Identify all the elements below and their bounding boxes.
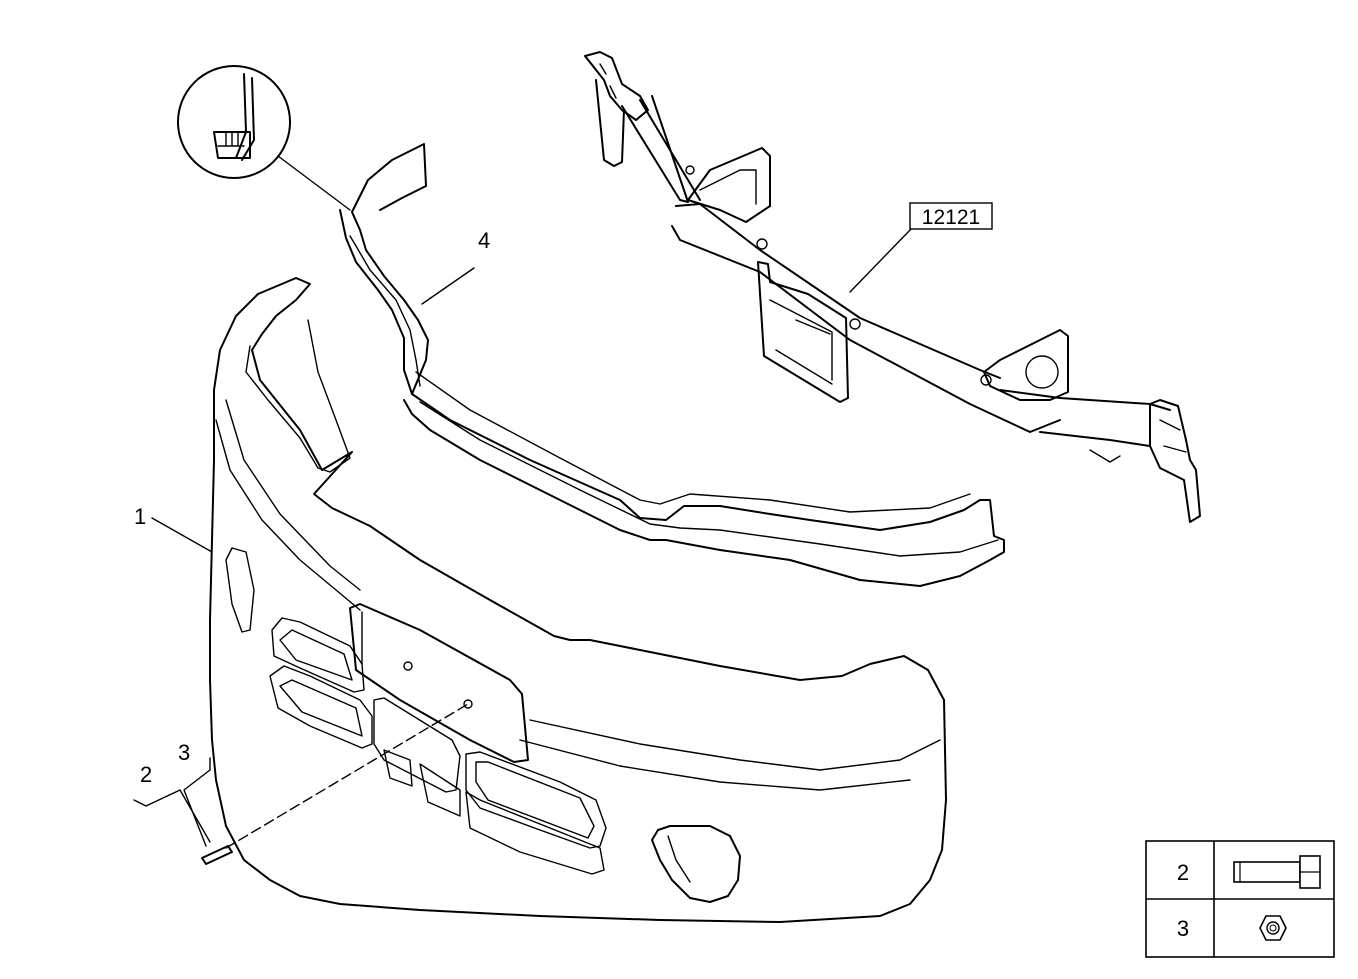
front-bumper-fascia	[209, 277, 947, 923]
leader-line-1	[151, 517, 213, 553]
legend-row-2-number: 2	[1177, 860, 1189, 885]
leader-line-3	[183, 757, 211, 847]
ref-label: 12121	[922, 206, 980, 229]
callout-1: 1	[134, 504, 146, 529]
callout-2: 2	[140, 762, 152, 787]
ref-box-12121[interactable]: 12121	[909, 202, 993, 230]
bumper-absorber-strip	[339, 143, 1005, 587]
leader-line-4	[421, 267, 475, 305]
bolt-icon	[1233, 855, 1321, 889]
profile-detail-callout	[177, 65, 351, 211]
bumper-reinforcement-beam	[584, 51, 1201, 523]
fastener-legend: 2 3	[1145, 840, 1335, 958]
callout-4: 4	[478, 228, 490, 253]
leader-line-2	[133, 789, 211, 843]
callout-3: 3	[178, 740, 190, 765]
fastener-assembly-line	[201, 703, 469, 865]
leader-line-12121	[849, 227, 913, 293]
nut-icon	[1259, 915, 1287, 941]
legend-row-3-number: 3	[1177, 916, 1189, 941]
